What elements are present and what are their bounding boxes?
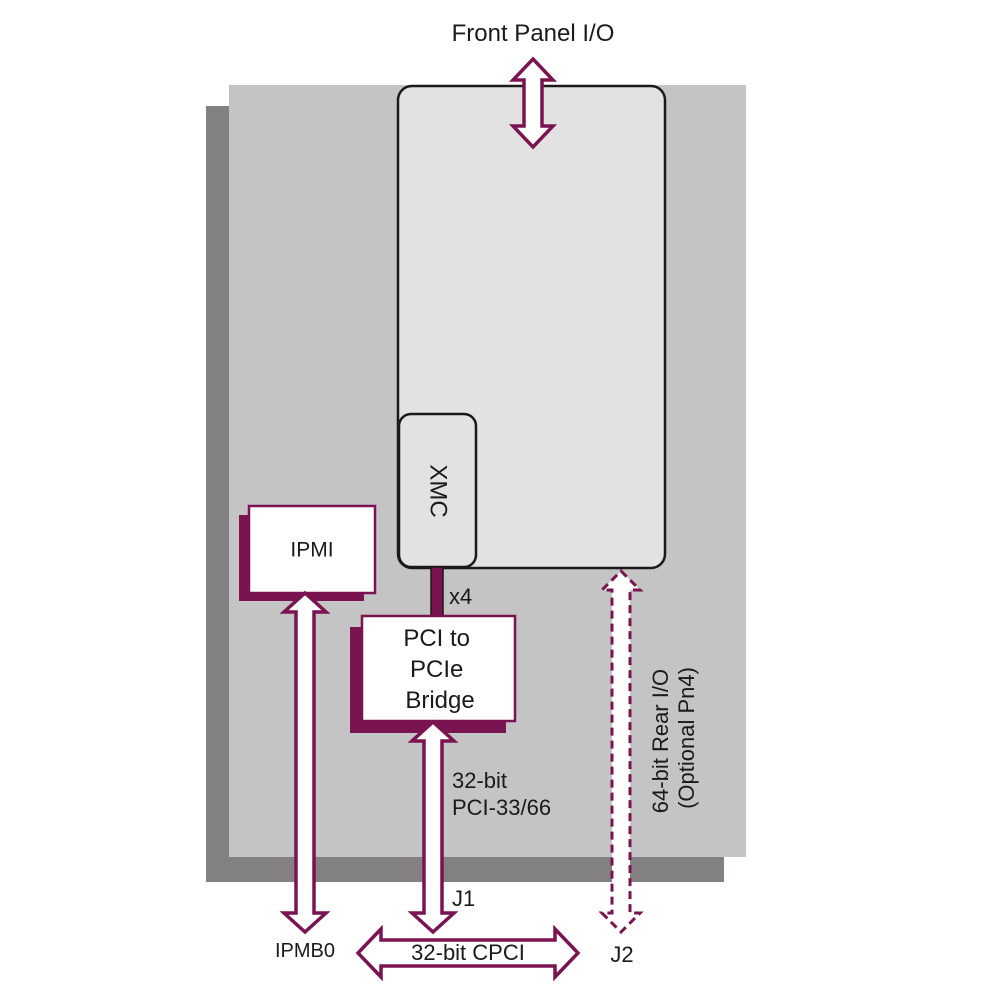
x4-label: x4	[449, 584, 472, 609]
bridge-label-line-2: PCIe	[410, 656, 463, 683]
pci-bus-label-line-2: PCI-33/66	[452, 795, 551, 820]
ipmb0-label: IPMB0	[275, 940, 335, 962]
cpci-label: 32-bit CPCI	[411, 940, 525, 965]
j1-label: J1	[452, 886, 475, 911]
bridge-block	[360, 614, 517, 723]
front-panel-arrow	[508, 56, 558, 150]
xmc-label: XMC	[425, 464, 452, 517]
ipmb0-arrow	[279, 590, 331, 935]
rear-io-label-line-1: 64-bit Rear I/O	[648, 669, 673, 813]
rear-io-label: 64-bit Rear I/O (Optional Pn4)	[648, 663, 699, 813]
pci-bus-label-line-1: 32-bit	[452, 768, 507, 793]
x4-link	[430, 566, 444, 617]
ipmi-label: IPMI	[290, 539, 333, 562]
rear-io-label-line-2: (Optional Pn4)	[674, 667, 699, 809]
cpci-arrow	[355, 924, 581, 982]
rear-io-arrow	[598, 568, 644, 935]
ipmi-block	[247, 504, 377, 595]
j1-arrow	[407, 719, 459, 935]
bridge-label-line-1: PCI to	[403, 625, 470, 652]
bridge-label-line-3: Bridge	[405, 687, 474, 714]
bridge-label: PCI to PCIe Bridge	[403, 625, 476, 714]
front-panel-label: Front Panel I/O	[452, 20, 615, 47]
pci-bus-label: 32-bit PCI-33/66	[452, 768, 551, 820]
j2-label: J2	[610, 942, 633, 967]
